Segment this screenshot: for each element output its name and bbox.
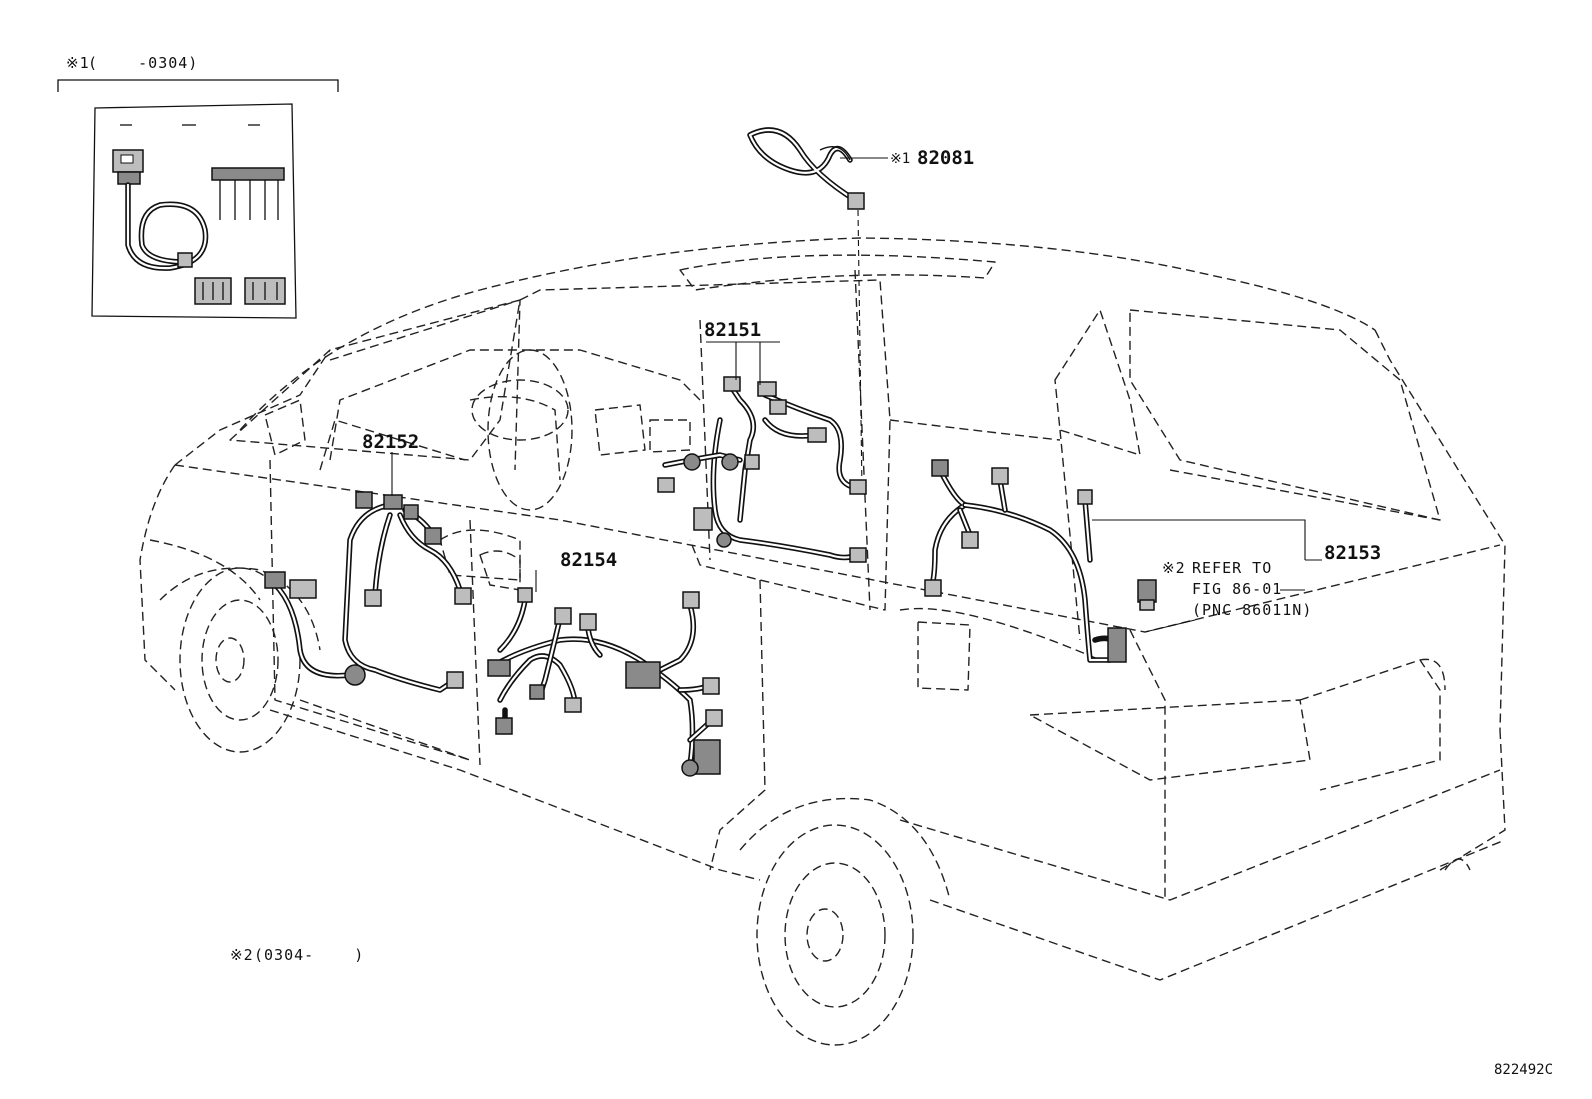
diagram-id: 822492C: [1494, 1062, 1553, 1078]
connector: [487, 659, 511, 677]
connector: [682, 591, 700, 609]
connector: [961, 531, 979, 549]
connector: [403, 504, 419, 520]
inset-bracket: [57, 79, 339, 92]
connector: [264, 571, 286, 589]
connector: [517, 587, 533, 603]
part-number-82151: 82151: [704, 319, 761, 341]
connector: [446, 671, 464, 689]
connector: [383, 494, 403, 510]
inset-note-range: ( -0304): [88, 54, 198, 72]
refer-marker: ※2: [1162, 559, 1186, 577]
inset-terminals-icon: [194, 277, 286, 305]
connector: [355, 491, 373, 509]
harness-82152: [264, 452, 472, 693]
inset-note-marker: ※1: [66, 54, 90, 72]
refer-part: [1137, 579, 1305, 633]
refer-line-3: (PNC 86011N): [1192, 601, 1312, 619]
harness-82154: [487, 570, 723, 777]
connector: [849, 547, 867, 563]
connector: [931, 459, 949, 477]
connector: [1107, 627, 1127, 663]
footnote-marker: ※2: [230, 946, 254, 964]
refer-line-2: FIG 86-01: [1192, 580, 1282, 598]
connector: [693, 507, 713, 531]
connector: [657, 477, 675, 493]
harness-82151: [657, 341, 867, 563]
inset-note: ※1 ( -0304): [57, 54, 339, 92]
harness-82153: [924, 459, 1322, 663]
connector: [529, 684, 545, 700]
inset-kit-box: [91, 103, 297, 319]
refer-line-1: REFER TO: [1192, 559, 1272, 577]
connector: [847, 192, 865, 210]
connector: [702, 677, 720, 695]
connector: [289, 579, 317, 599]
part-number-82154: 82154: [560, 549, 617, 571]
connector: [424, 527, 442, 545]
inset-relay-icon: [112, 149, 209, 271]
connector: [579, 613, 597, 631]
footnote-range: (0304- ): [254, 946, 364, 964]
part-82081-marker: ※1: [890, 151, 910, 167]
connector: [625, 661, 661, 689]
connector: [769, 399, 787, 415]
connector: [991, 467, 1009, 485]
connector: [849, 479, 867, 495]
connector: [705, 709, 723, 727]
connector: [564, 697, 582, 713]
connector: [554, 607, 572, 625]
connector: [454, 587, 472, 605]
connector: [1077, 489, 1093, 505]
connector: [364, 589, 382, 607]
connector: [723, 376, 741, 392]
connector: [744, 454, 760, 470]
part-number-82081: 82081: [917, 147, 974, 169]
inset-cable-ties-icon: [211, 167, 285, 220]
connector: [693, 739, 721, 775]
part-number-82152: 82152: [362, 431, 419, 453]
connector: [924, 579, 942, 597]
connector: [757, 381, 777, 397]
vehicle-outline: [139, 237, 1506, 1046]
connector: [807, 427, 827, 443]
part-number-82153: 82153: [1324, 542, 1381, 564]
connector: [495, 717, 513, 735]
harness-82081: [747, 127, 888, 491]
